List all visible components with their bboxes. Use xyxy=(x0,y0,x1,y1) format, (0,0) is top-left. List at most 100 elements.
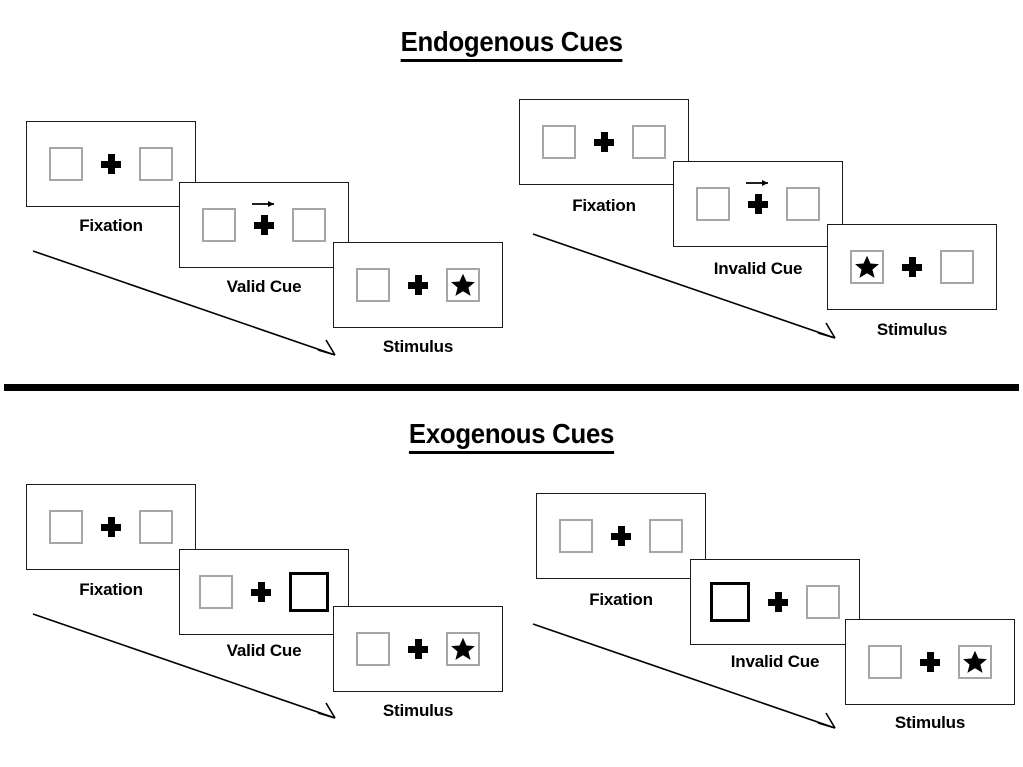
cue-column xyxy=(746,180,768,214)
spacer xyxy=(922,267,940,268)
left-box xyxy=(868,645,902,679)
panel-content xyxy=(559,519,683,553)
left-box xyxy=(202,208,236,242)
left-box xyxy=(696,187,730,221)
plus-cross-icon xyxy=(101,154,121,174)
stage-label-endogenous-valid-cue: Valid Cue xyxy=(226,277,302,296)
right-box xyxy=(292,208,326,242)
panel-exogenous-invalid-fixation[interactable] xyxy=(536,493,706,579)
plus-cross-icon xyxy=(594,132,614,152)
stage-label-exogenous-invalid-stimulus: Stimulus xyxy=(894,713,966,732)
panel-endogenous-valid-cue[interactable] xyxy=(179,182,349,268)
arrow-right-icon xyxy=(252,201,274,207)
spacer xyxy=(390,285,408,286)
right-box xyxy=(446,632,480,666)
left-box xyxy=(199,575,233,609)
panel-endogenous-valid-stimulus[interactable] xyxy=(333,242,503,328)
star-icon xyxy=(963,650,987,673)
panel-content xyxy=(49,510,173,544)
stage-label-exogenous-invalid-fixation: Fixation xyxy=(589,590,653,609)
arrow-right-icon xyxy=(746,180,768,186)
spacer xyxy=(390,649,408,650)
spacer xyxy=(428,285,446,286)
panel-content xyxy=(696,180,820,221)
spacer xyxy=(236,225,254,226)
right-box xyxy=(632,125,666,159)
spacer xyxy=(884,267,902,268)
right-box xyxy=(139,510,173,544)
panel-exogenous-valid-fixation[interactable] xyxy=(26,484,196,570)
cue-column xyxy=(252,201,274,235)
panel-content xyxy=(202,201,326,242)
panel-content xyxy=(868,645,992,679)
spacer xyxy=(768,204,786,205)
star-icon xyxy=(855,255,879,278)
panel-content xyxy=(356,632,480,666)
panel-content xyxy=(49,147,173,181)
left-box xyxy=(850,250,884,284)
left-box xyxy=(49,510,83,544)
panel-exogenous-valid-stimulus[interactable] xyxy=(333,606,503,692)
panel-content xyxy=(199,572,329,612)
right-box xyxy=(958,645,992,679)
spacer xyxy=(788,602,806,603)
panel-endogenous-invalid-stimulus[interactable] xyxy=(827,224,997,310)
left-box xyxy=(49,147,83,181)
stage-label-exogenous-valid-cue: Valid Cue xyxy=(226,641,302,660)
stage-label-endogenous-invalid-fixation: Fixation xyxy=(572,196,636,215)
plus-cross-icon xyxy=(768,592,788,612)
right-box xyxy=(940,250,974,284)
plus-cross-icon xyxy=(748,194,768,214)
stage-label-endogenous-valid-fixation: Fixation xyxy=(79,216,143,235)
left-box xyxy=(542,125,576,159)
right-box-cued xyxy=(289,572,329,612)
panel-endogenous-invalid-cue[interactable] xyxy=(673,161,843,247)
section-title-exogenous-text: Exogenous Cues xyxy=(408,418,614,454)
stage-label-exogenous-valid-stimulus: Stimulus xyxy=(382,701,454,720)
spacer xyxy=(614,142,632,143)
spacer xyxy=(940,662,958,663)
panel-exogenous-invalid-stimulus[interactable] xyxy=(845,619,1015,705)
left-box xyxy=(356,268,390,302)
panel-exogenous-invalid-cue[interactable] xyxy=(690,559,860,645)
spacer xyxy=(83,164,101,165)
spacer xyxy=(233,592,251,593)
left-box xyxy=(356,632,390,666)
spacer xyxy=(750,602,768,603)
plus-cross-icon xyxy=(902,257,922,277)
plus-cross-icon xyxy=(408,639,428,659)
spacer xyxy=(428,649,446,650)
stage-label-exogenous-valid-fixation: Fixation xyxy=(79,580,143,599)
plus-cross-icon xyxy=(251,582,271,602)
panel-endogenous-invalid-fixation[interactable] xyxy=(519,99,689,185)
panel-exogenous-valid-cue[interactable] xyxy=(179,549,349,635)
spacer xyxy=(631,536,649,537)
panel-content xyxy=(356,268,480,302)
plus-cross-icon xyxy=(254,215,274,235)
left-box-cued xyxy=(710,582,750,622)
right-box xyxy=(806,585,840,619)
panel-endogenous-valid-fixation[interactable] xyxy=(26,121,196,207)
panel-content xyxy=(542,125,666,159)
plus-cross-icon xyxy=(611,526,631,546)
section-title-exogenous: Exogenous Cues xyxy=(0,418,1023,454)
spacer xyxy=(576,142,594,143)
plus-cross-icon xyxy=(101,517,121,537)
spacer xyxy=(121,527,139,528)
plus-cross-icon xyxy=(408,275,428,295)
spacer xyxy=(83,527,101,528)
spacer xyxy=(274,225,292,226)
stage-label-endogenous-invalid-stimulus: Stimulus xyxy=(876,320,948,339)
spacer xyxy=(902,662,920,663)
stage-label-endogenous-invalid-cue: Invalid Cue xyxy=(713,259,803,278)
right-box xyxy=(446,268,480,302)
panel-content xyxy=(710,582,840,622)
spacer xyxy=(730,204,748,205)
star-icon xyxy=(451,637,475,660)
section-title-endogenous-text: Endogenous Cues xyxy=(400,26,623,62)
right-box xyxy=(139,147,173,181)
right-box xyxy=(786,187,820,221)
stage-label-exogenous-invalid-cue: Invalid Cue xyxy=(730,652,820,671)
stage-label-endogenous-valid-stimulus: Stimulus xyxy=(382,337,454,356)
section-title-endogenous: Endogenous Cues xyxy=(0,26,1023,62)
